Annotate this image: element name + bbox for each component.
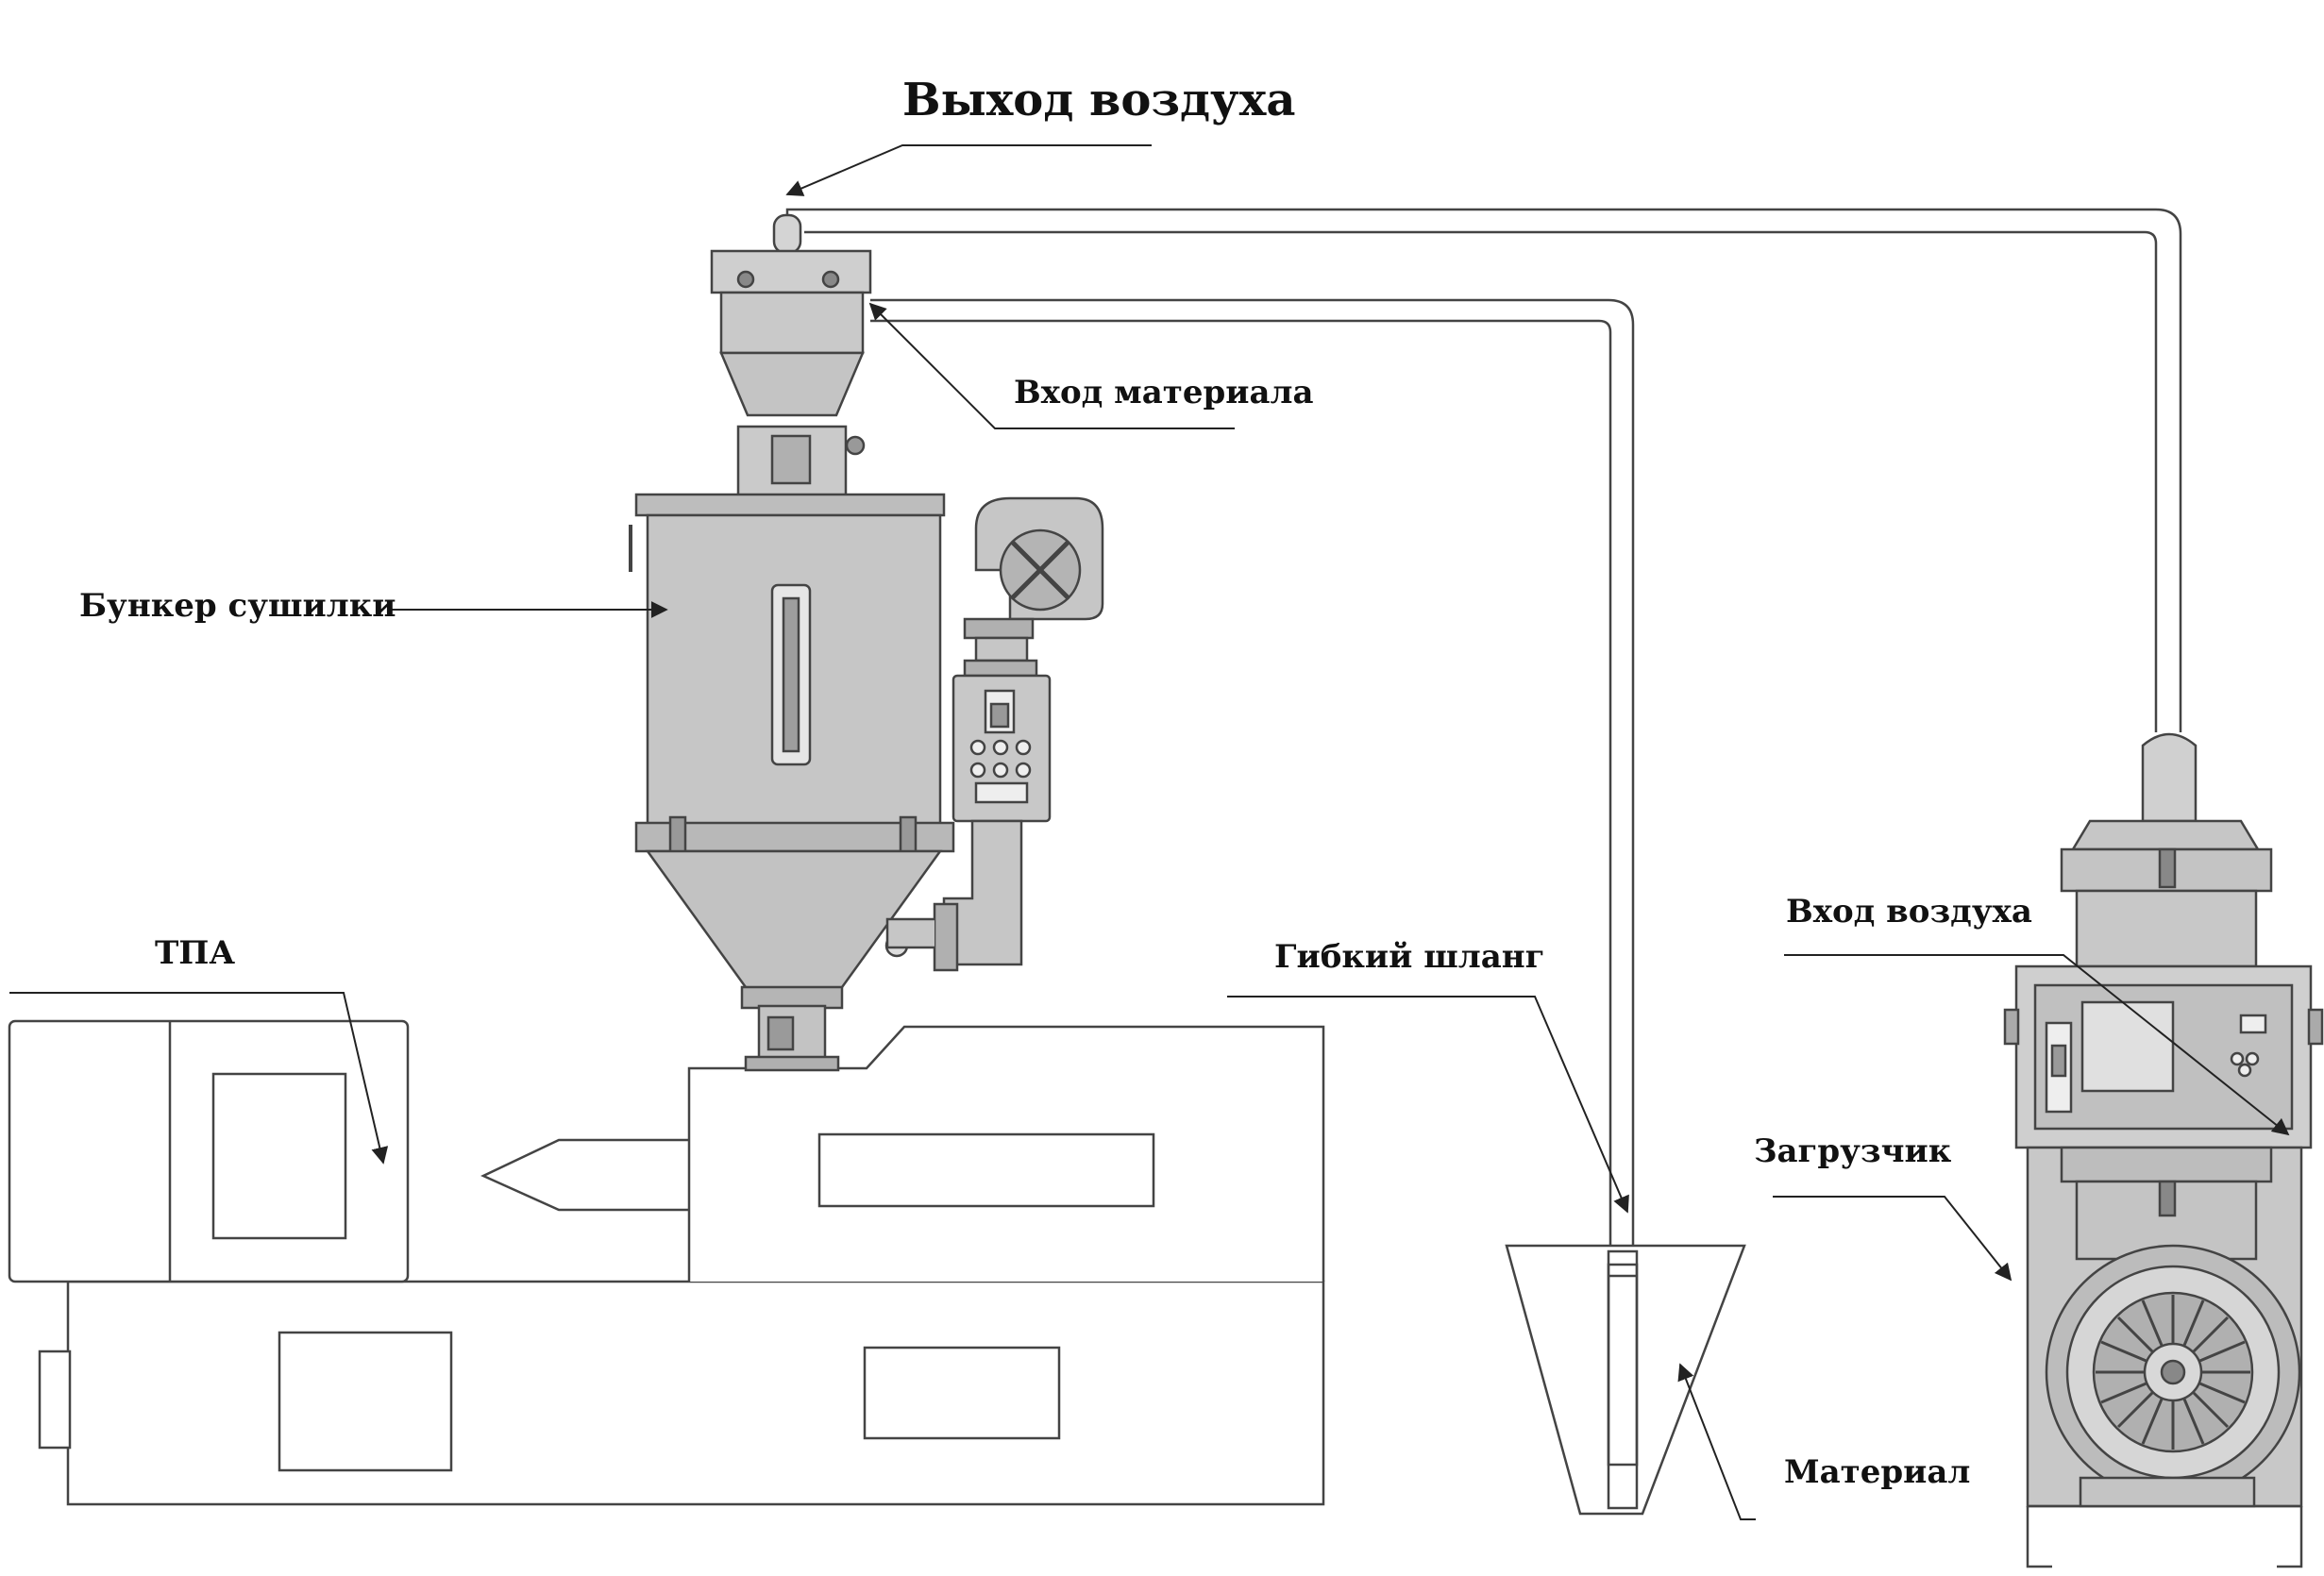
label-dryer-hopper: Бункер сушилки <box>79 587 396 625</box>
label-air-out: Выход воздуха <box>902 74 1295 126</box>
material-bin <box>1507 1246 1744 1514</box>
label-material: Материал <box>1784 1453 1970 1491</box>
label-imm: ТПА <box>155 934 235 972</box>
injection-molding-machine <box>9 1021 1323 1504</box>
label-air-in: Вход воздуха <box>1786 893 2032 931</box>
vacuum-loader <box>2005 734 2322 1567</box>
label-flex-hose: Гибкий шланг <box>1274 938 1544 976</box>
label-material-in: Вход материала <box>1014 374 1313 411</box>
arrow-loader <box>1773 1197 2011 1280</box>
arrow-air-out <box>787 145 1152 194</box>
label-loader: Загрузчик <box>1754 1132 1951 1170</box>
